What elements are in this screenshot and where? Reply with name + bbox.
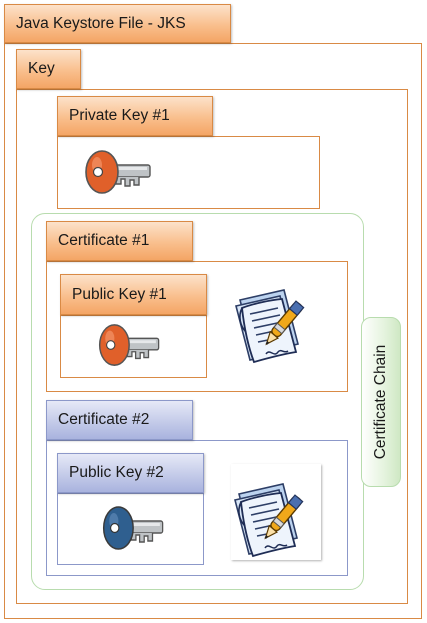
signed-document-icon (232, 286, 322, 366)
private-key-title: Private Key #1 (57, 96, 213, 136)
key-title: Key (16, 49, 81, 89)
key-icon (82, 148, 158, 198)
keystore-title-text: Java Keystore File - JKS (16, 14, 186, 32)
signed-document-icon (231, 464, 321, 560)
certificate-2-title: Certificate #2 (46, 400, 193, 440)
certificate-1-title: Certificate #1 (46, 221, 193, 261)
public-key-1-title: Public Key #1 (60, 274, 207, 315)
public-key-2-box (57, 493, 204, 565)
certificate-chain-label: Certificate Chain (361, 317, 401, 487)
key-title-text: Key (28, 60, 55, 78)
certificate-chain-label-text: Certificate Chain (372, 344, 389, 460)
public-key-2-title: Public Key #2 (57, 453, 204, 493)
certificate-2-title-text: Certificate #2 (58, 411, 150, 429)
key-icon (96, 322, 166, 370)
keystore-title: Java Keystore File - JKS (4, 4, 231, 43)
private-key-title-text: Private Key #1 (69, 107, 170, 125)
key-icon (100, 504, 170, 554)
certificate-1-title-text: Certificate #1 (58, 232, 150, 250)
public-key-1-title-text: Public Key #1 (72, 285, 167, 303)
public-key-2-title-text: Public Key #2 (69, 464, 164, 482)
